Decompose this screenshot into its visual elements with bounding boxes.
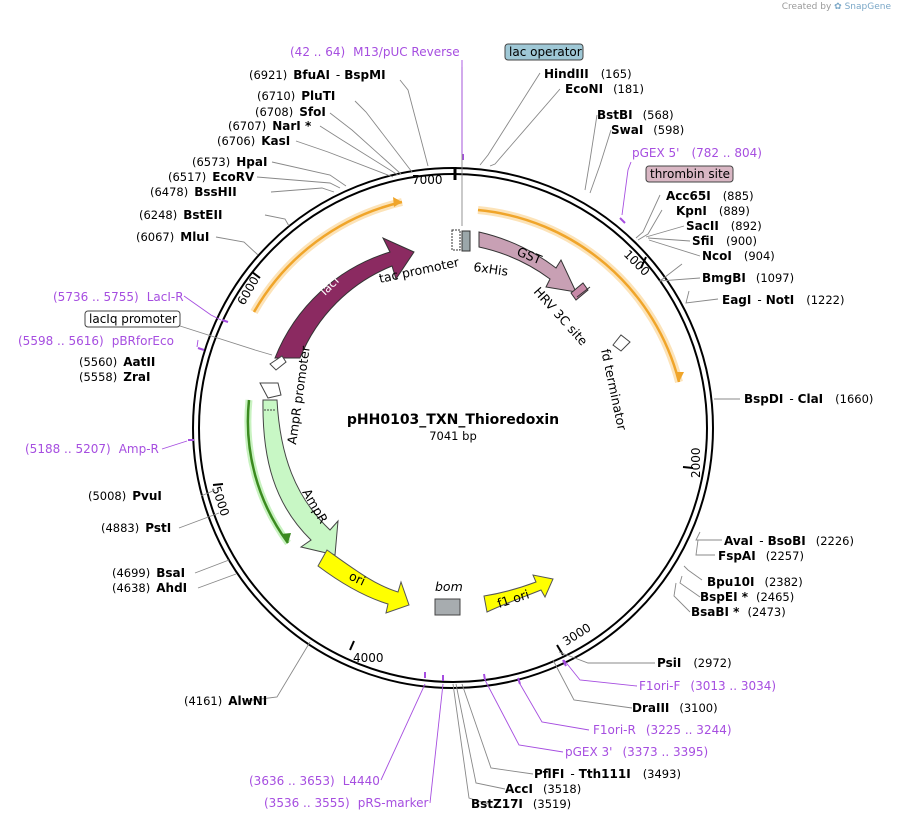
site-row-bsteii: (6248)BstEII	[139, 208, 222, 222]
tick-labels: 7000 1000 2000 3000 4000 5000 6000	[209, 173, 703, 665]
primer-leaders	[161, 60, 638, 804]
bom-feature: bom	[434, 579, 463, 616]
primer-row-f1ori-r: F1ori-R(3225 .. 3244)	[593, 723, 732, 737]
site-row-ecorv: (6517)EcoRV	[168, 170, 255, 184]
primer-row-amp-r: (5188 .. 5207)Amp-R	[25, 442, 159, 456]
fd-terminator-label: fd terminator	[598, 348, 630, 433]
site-row-bsai: (4699)BsaI	[112, 566, 185, 580]
site-row-pflfi: PflFI-Tth111I(3493)	[534, 767, 681, 781]
site-row-hindiii: HindIII(165)	[544, 67, 632, 81]
primer-row-pgex5: pGEX 5'(782 .. 804)	[632, 146, 762, 160]
primer-row-pgex3: pGEX 3'(3373 .. 3395)	[565, 745, 708, 759]
primer-row-f1ori-f: F1ori-F(3013 .. 3034)	[639, 679, 776, 693]
site-row-bfuai: (6921)BfuAI-BspMI	[249, 68, 386, 82]
his-tag-feature: 6xHis	[461, 230, 509, 279]
tick-label-7000: 7000	[412, 173, 443, 187]
primer-row-l4440: (3636 .. 3653)L4440	[249, 774, 380, 788]
site-row-bsshii: (6478)BssHII	[150, 185, 237, 199]
site-row-bstbi: BstBI(568)	[597, 108, 674, 122]
his-tag-label: 6xHis	[473, 259, 509, 279]
site-row-eagi: EagI-NotI(1222)	[722, 293, 844, 307]
site-row-bspdi: BspDI-ClaI(1660)	[744, 392, 873, 406]
tick-label-3000: 3000	[560, 620, 593, 648]
site-row-avai: AvaI-BsoBI(2226)	[724, 534, 854, 548]
f1-ori-feature: f1 ori	[483, 574, 554, 613]
site-row-mlui: (6067)MluI	[136, 230, 209, 244]
site-row-aatii: (5560)AatII	[79, 355, 155, 369]
backbone-inner-ring	[198, 173, 708, 683]
site-row-bmgbi: BmgBI(1097)	[702, 271, 794, 285]
site-row-bspei: BspEI *(2465)	[700, 590, 794, 604]
site-row-kpni: KpnI(889)	[676, 204, 750, 218]
lac-operator-box: lac operator	[504, 43, 584, 61]
credit-brand: SnapGene	[844, 2, 891, 12]
site-row-ahdi: (4638)AhdI	[112, 581, 187, 595]
site-row-bpu10i: Bpu10I(2382)	[707, 575, 803, 589]
ampr-feature: AmpR	[262, 399, 339, 556]
thrombin-site-label: thrombin site	[650, 167, 730, 181]
site-row-econi: EcoNI(181)	[565, 82, 644, 96]
site-row-sfoi: (6708)SfoI	[255, 105, 326, 119]
site-row-acci: AccI(3518)	[505, 782, 581, 796]
site-row-alwni: (4161)AlwNI	[184, 694, 267, 708]
primer-row-m13: (42 .. 64)M13/pUC Reverse	[290, 45, 460, 59]
site-row-zrai: (5558)ZraI	[79, 370, 150, 384]
laciq-promoter-arrow	[269, 355, 287, 371]
tick-label-1000: 1000	[621, 247, 652, 278]
primer-row-laci-r: (5736 .. 5755)LacI-R	[53, 290, 184, 304]
tick-label-5000: 5000	[209, 485, 232, 518]
primer-marks	[188, 154, 626, 685]
site-row-sacii: SacII(892)	[686, 219, 762, 233]
site-row-ncoi: NcoI(904)	[702, 249, 775, 263]
ampr-promoter-label: AmpR promoter	[284, 344, 313, 445]
site-row-pvui: (5008)PvuI	[88, 489, 162, 503]
laciq-promoter-box: lacIq promoter	[84, 310, 273, 356]
site-row-sfii: SfiI(900)	[692, 234, 757, 248]
snapgene-logo-icon: ✿	[834, 2, 842, 12]
gst-feature: GST	[478, 231, 577, 293]
laciq-promoter-label: lacIq promoter	[89, 312, 177, 326]
site-row-kasi: (6706)KasI	[217, 134, 290, 148]
thrombin-site-box: thrombin site	[645, 165, 734, 183]
ori-feature: ori	[317, 549, 410, 614]
primer-row-pbrforeco: (5598 .. 5616)pBRforEco	[18, 334, 174, 348]
site-row-swai: SwaI(598)	[611, 123, 684, 137]
site-row-bsabi: BsaBI *(2473)	[691, 605, 786, 619]
snapgene-credit: Created by ✿ SnapGene	[782, 2, 891, 12]
plasmid-name: pHH0103_TXN_Thioredoxin	[347, 412, 559, 428]
credit-prefix: Created by	[781, 2, 832, 12]
site-row-draiii: DraIII(3100)	[632, 701, 718, 715]
left-labels: (6921)BfuAI-BspMI (6710)PluTI (6708)SfoI…	[18, 45, 460, 810]
orf-arcs	[244, 197, 684, 546]
hrv-3c-site-feature: HRV 3C site	[531, 282, 591, 349]
tick-label-2000: 2000	[689, 447, 703, 478]
lac-operator-label: lac operator	[509, 45, 582, 59]
fd-terminator-feature: fd terminator	[598, 334, 631, 433]
site-row-bstz17i: BstZ17I(3519)	[471, 797, 571, 811]
site-row-pluti: (6710)PluTI	[257, 89, 335, 103]
backbone-outer-ring	[192, 167, 714, 689]
site-row-acc65i: Acc65I(885)	[666, 189, 754, 203]
site-row-psii: PsiI(2972)	[657, 656, 732, 670]
site-row-nari: (6707)NarI *	[228, 119, 312, 133]
f1-ori-label: f1 ori	[495, 587, 531, 611]
bom-label: bom	[435, 579, 463, 594]
right-labels: HindIII(165) EcoNI(181) BstBI(568) SwaI(…	[471, 67, 873, 811]
tick-label-4000: 4000	[353, 651, 384, 665]
site-row-hpai: (6573)HpaI	[192, 155, 267, 169]
site-row-fspai: FspAI(2257)	[718, 549, 804, 563]
site-row-psti: (4883)PstI	[101, 521, 171, 535]
ori-label: ori	[347, 568, 368, 588]
plasmid-size: 7041 bp	[429, 429, 477, 443]
primer-row-prs-marker: (3536 .. 3555)pRS-marker	[264, 796, 428, 810]
